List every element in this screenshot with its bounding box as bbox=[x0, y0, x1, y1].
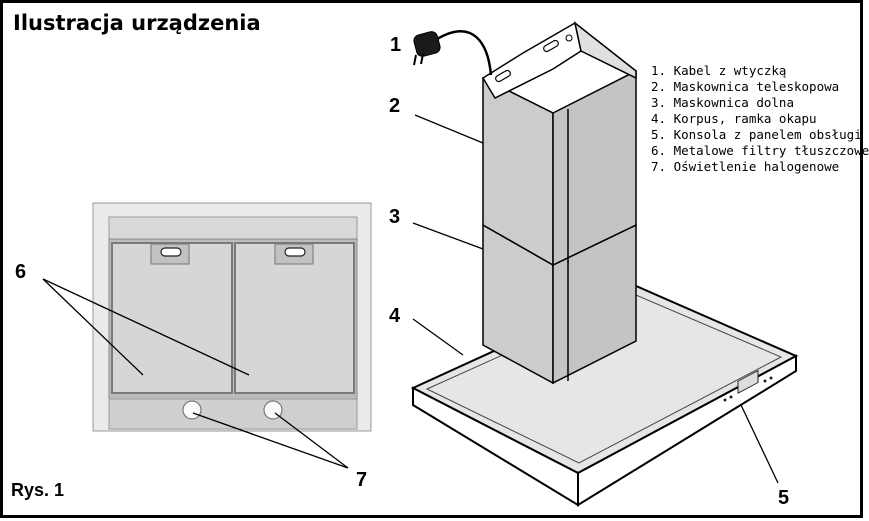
control-button-4 bbox=[769, 376, 773, 380]
legend-item-2: 2. Maskownica teleskopowa bbox=[651, 79, 840, 94]
leader-line-7a bbox=[192, 412, 349, 469]
leader-line-6a bbox=[42, 278, 144, 376]
grease-filter-right bbox=[234, 242, 355, 394]
appliance-illustration bbox=[42, 21, 799, 507]
legend-item-4: 4. Korpus, ramka okapu bbox=[651, 111, 817, 126]
callout-1: 1 bbox=[390, 34, 402, 56]
hood-underside-view bbox=[42, 202, 372, 469]
control-button-2 bbox=[729, 395, 733, 399]
leader-line-4 bbox=[412, 318, 464, 356]
underside-top-strip bbox=[108, 216, 358, 240]
callout-4: 4 bbox=[389, 305, 401, 327]
legend-item-5: 5. Konsola z panelem obsługi bbox=[651, 127, 862, 142]
leader-line-6b bbox=[42, 278, 250, 376]
control-panel bbox=[723, 369, 773, 402]
legend-item-1: 1. Kabel z wtyczką bbox=[651, 63, 787, 78]
hood-3d-view bbox=[410, 21, 799, 507]
filter-handle-slot-left bbox=[160, 247, 182, 257]
power-plug-icon bbox=[413, 31, 441, 66]
hood-front-right-face bbox=[577, 354, 797, 507]
legend-item-3: 3. Maskownica dolna bbox=[651, 95, 794, 110]
callout-3: 3 bbox=[389, 206, 401, 228]
legend-item-7: 7. Oświetlenie halogenowe bbox=[651, 159, 840, 174]
mounting-bracket-side bbox=[573, 21, 637, 80]
control-button-1 bbox=[723, 398, 727, 402]
halogen-lamp-left bbox=[182, 400, 202, 420]
leader-line-3 bbox=[412, 222, 484, 250]
callout-6: 6 bbox=[15, 261, 27, 283]
bracket-slot-lower bbox=[495, 69, 511, 83]
bracket-slot-upper bbox=[543, 39, 559, 53]
parts-legend: 1. Kabel z wtyczką 2. Maskownica telesko… bbox=[651, 63, 869, 175]
leader-line-5 bbox=[740, 404, 779, 484]
grease-filter-left bbox=[111, 242, 233, 394]
power-cable bbox=[436, 30, 493, 76]
mounting-bracket bbox=[481, 21, 582, 99]
upper-chimney-right-face bbox=[552, 69, 637, 267]
lighting-strip bbox=[108, 398, 358, 430]
bracket-screw bbox=[565, 34, 573, 42]
diagram-title: Ilustracja urządzenia bbox=[13, 11, 261, 35]
filter-handle-slot-right bbox=[284, 247, 306, 257]
control-button-3 bbox=[763, 379, 767, 383]
legend-item-6: 6. Metalowe filtry tłuszczowe bbox=[651, 143, 869, 158]
figure-label: Rys. 1 bbox=[11, 480, 65, 500]
callout-5: 5 bbox=[778, 487, 790, 509]
callout-7: 7 bbox=[356, 469, 368, 491]
leader-line-2 bbox=[414, 114, 484, 144]
leader-line-7b bbox=[274, 412, 349, 469]
callout-2: 2 bbox=[389, 95, 401, 117]
control-panel-display bbox=[737, 369, 759, 394]
